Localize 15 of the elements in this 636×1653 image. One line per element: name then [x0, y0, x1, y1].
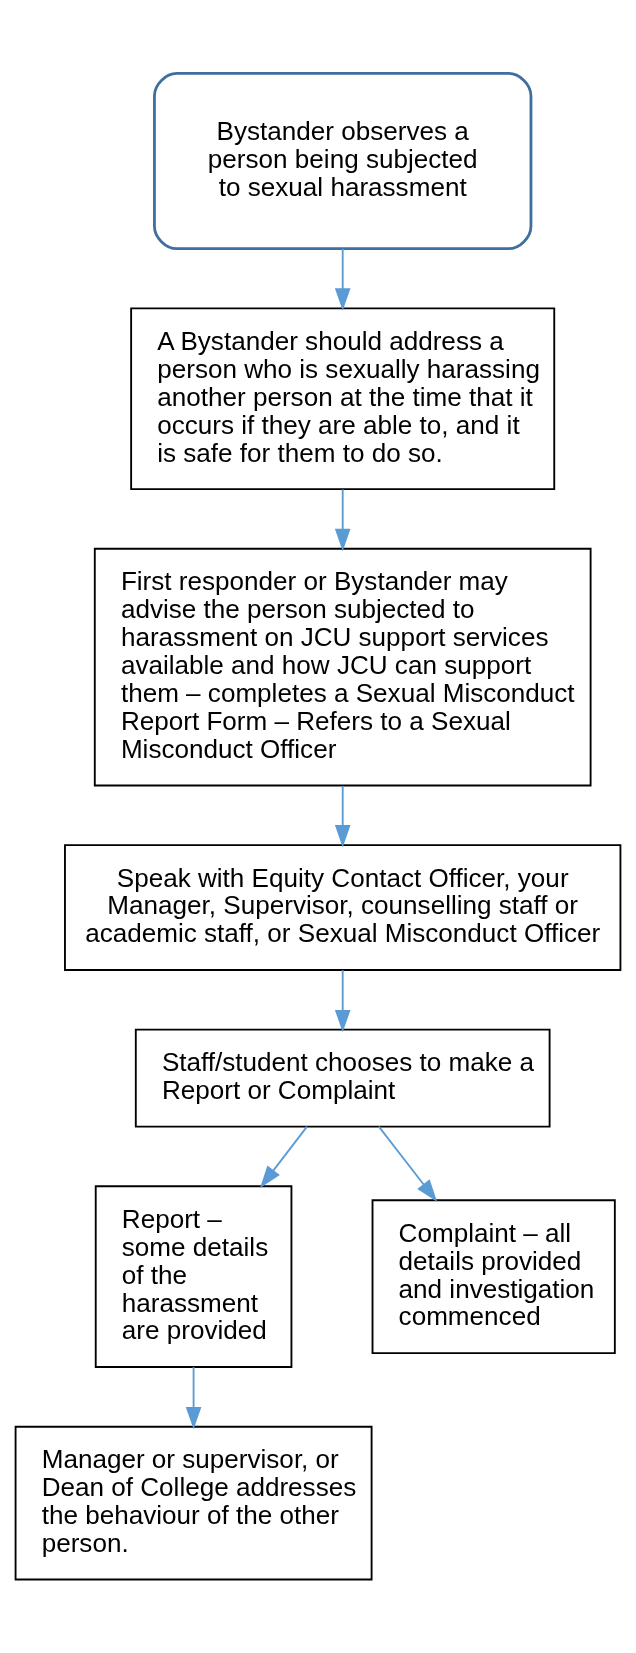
arrow: [334, 785, 351, 848]
arrow: [185, 1366, 202, 1430]
node-box: Report – some details of the harassment are provided: [94, 1185, 293, 1368]
arrow: [260, 1125, 308, 1188]
arrow: [377, 1125, 438, 1202]
node-box: Staff/student chooses to make a Report or Complaint: [134, 1028, 551, 1128]
node-box: A Bystander should address a person who is sexually harassing another person at the time that it occurs if they are able to, and it is safe for them to do so.: [130, 307, 556, 491]
node-box: First responder or Bystander may advise the person subjected to harassment on JCU support services available and how JCU can support them – completes a Sexual Misconduct Report Form – Refers to a Sexual Misconduct Officer: [93, 547, 592, 787]
node-box: Speak with Equity Contact Officer, your Manager, Supervisor, counselling staff or academic staff, or Sexual Misconduct Officer: [64, 844, 622, 971]
arrow: [334, 247, 351, 311]
node-box: Complaint – all details provided and investigation commenced: [371, 1199, 616, 1354]
arrow: [334, 969, 351, 1033]
node-box: Bystander observes a person being subjected to sexual harassment: [153, 72, 533, 251]
node-box: Manager or supervisor, or Dean of College addresses the behaviour of the other person.: [14, 1425, 373, 1581]
arrow: [334, 488, 351, 552]
